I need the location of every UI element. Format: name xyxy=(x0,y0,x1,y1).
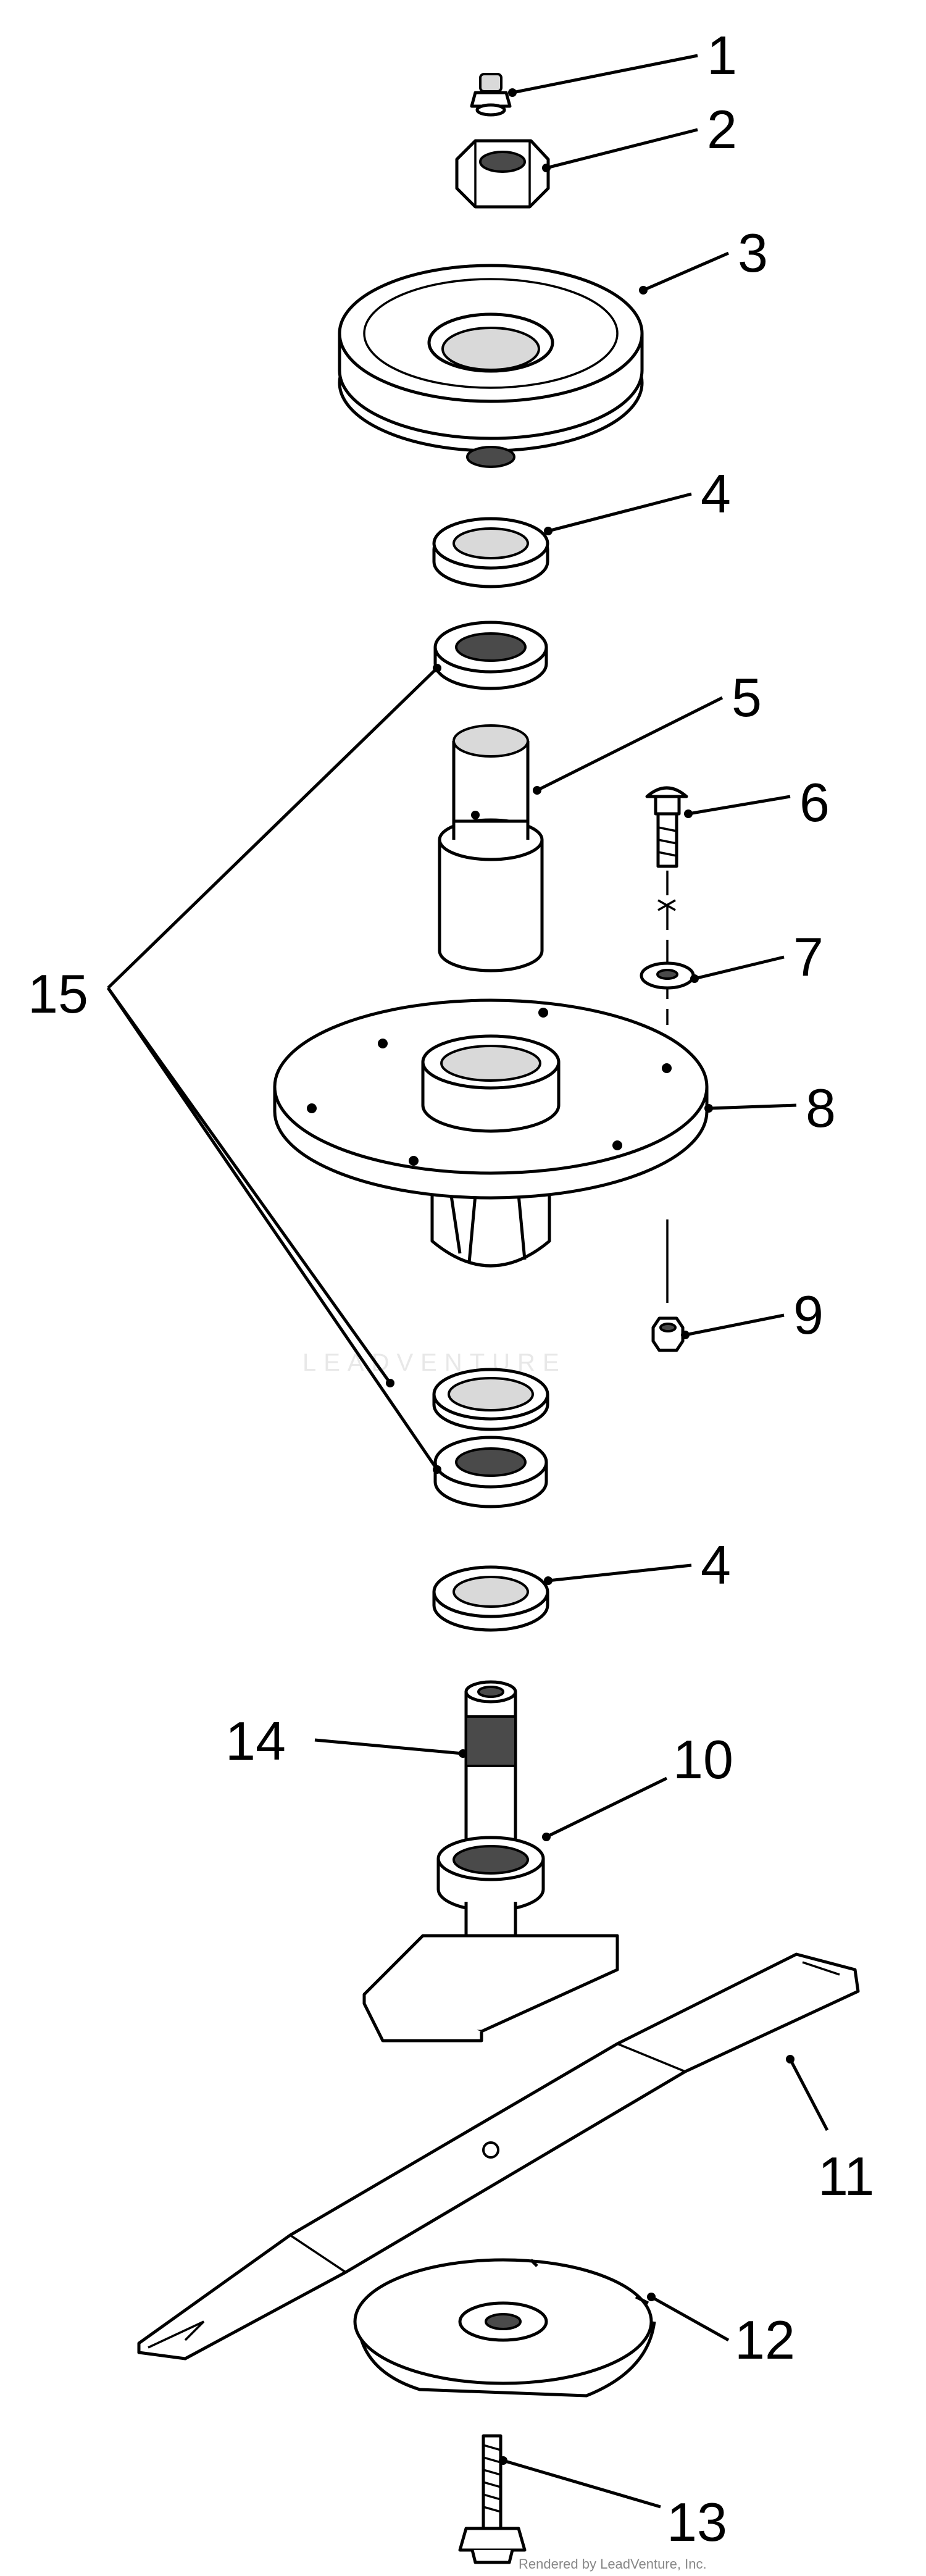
callout-15: 15 xyxy=(28,963,88,1024)
leader-4-upper xyxy=(548,492,692,533)
part-nut xyxy=(651,1219,685,1352)
part-spacer-upper xyxy=(432,517,549,588)
part-blade-bolt xyxy=(458,2434,527,2564)
part-grease-fitting xyxy=(470,73,512,117)
callout-14: 14 xyxy=(225,1710,286,1771)
callout-7: 7 xyxy=(793,926,824,987)
callout-5: 5 xyxy=(732,667,762,728)
part-carriage-bolt xyxy=(645,786,688,868)
callout-2: 2 xyxy=(707,99,737,160)
leader-15c xyxy=(106,987,439,1471)
leader-5 xyxy=(536,696,724,792)
callout-11: 11 xyxy=(818,2146,874,2207)
leader-2 xyxy=(546,128,698,170)
callout-1: 1 xyxy=(707,25,737,86)
part-bearing-upper xyxy=(433,621,548,690)
part-pulley xyxy=(338,264,644,468)
part-spindle-housing xyxy=(273,998,709,1268)
callout-9: 9 xyxy=(793,1284,824,1345)
callout-12: 12 xyxy=(735,2309,795,2370)
leader-3 xyxy=(643,251,729,292)
leader-14 xyxy=(314,1738,464,1755)
part-spindle-shaft xyxy=(436,1680,545,1984)
leader-9 xyxy=(685,1313,785,1337)
callout-6: 6 xyxy=(799,772,830,833)
callout-4-lower: 4 xyxy=(701,1534,731,1595)
leader-15a xyxy=(107,667,438,989)
leader-8 xyxy=(708,1103,797,1110)
leader-lines xyxy=(106,54,829,2509)
callout-8: 8 xyxy=(806,1077,836,1139)
callout-10: 10 xyxy=(673,1729,733,1790)
part-blade-cup xyxy=(353,2258,656,2398)
part-ring-middle xyxy=(432,1368,549,1431)
part-spacer-lower xyxy=(432,1565,549,1632)
callout-labels: 1 2 3 4 5 6 7 8 9 4 10 11 12 13 14 15 xyxy=(28,25,874,2553)
leader-13 xyxy=(503,2459,661,2509)
callout-4-upper: 4 xyxy=(701,463,731,524)
leader-7 xyxy=(694,955,785,981)
callout-13: 13 xyxy=(667,2491,727,2553)
leader-11 xyxy=(788,2058,829,2131)
leader-4-lower xyxy=(548,1563,692,1583)
leader-arrowheads xyxy=(386,88,795,2465)
leader-10 xyxy=(545,1776,668,1839)
callout-3: 3 xyxy=(738,222,768,283)
leader-12 xyxy=(650,2295,730,2342)
leader-6 xyxy=(688,795,791,816)
part-bearing-lower xyxy=(433,1436,548,1508)
credit-text: Rendered by LeadVenture, Inc. xyxy=(519,2556,707,2572)
leader-15b xyxy=(106,987,392,1384)
part-hex-nut xyxy=(455,139,550,209)
part-blade xyxy=(137,1952,860,2361)
part-spacer-tube xyxy=(438,724,544,972)
leader-1 xyxy=(512,54,698,94)
part-blade-adapter xyxy=(362,1934,619,2043)
part-washer xyxy=(640,961,695,990)
watermark-text: LEADVENTURE xyxy=(302,1349,567,1376)
